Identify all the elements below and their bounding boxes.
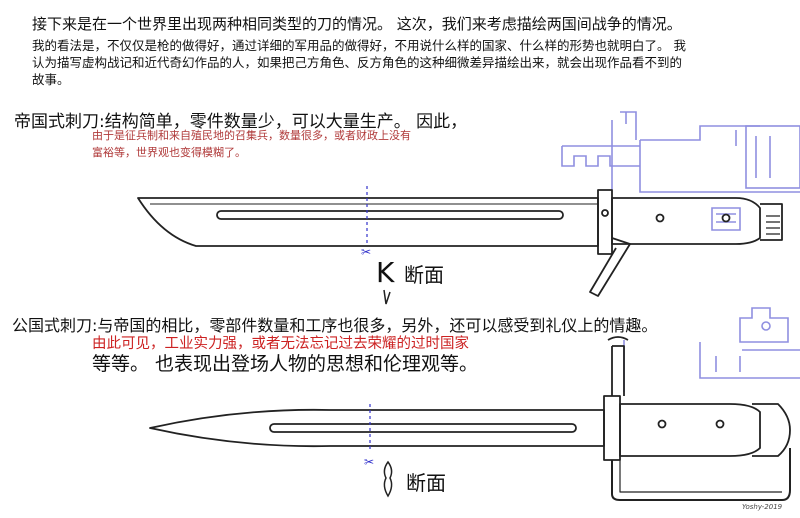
scissors-icon: ✂ [361, 245, 371, 259]
scissors-icon: ✂ [364, 455, 374, 469]
intro-line-1: 接下来是在一个世界里出现两种相同类型的刀的情况。 这次，我们来考虑描绘两国间战争… [32, 15, 682, 33]
intro-line-3: 认为描写虚构战记和近代奇幻作品的人，如果把己方角色、反方角色的这种细微差异描绘出… [32, 55, 683, 70]
public-cross-section [383, 460, 393, 498]
imperial-note-line-2: 富裕等，世界观也变得模糊了。 [92, 146, 246, 159]
imperial-cut-line: ✂ [361, 186, 371, 259]
imperial-section-label: 断面 [404, 263, 444, 287]
public-bayonet-title: 公国式刺刀:与帝国的相比，零部件数量和工序也很多，另外，还可以感受到礼仪上的情趣… [12, 316, 658, 335]
k-cross-section-mark: K [376, 256, 395, 289]
public-rifle-outline [623, 307, 800, 392]
imperial-bayonet [137, 189, 783, 297]
imperial-rifle-outline [561, 111, 800, 231]
imperial-bayonet-title: 帝国式刺刀:结构简单，零件数量少，可以大量生产。 因此， [14, 112, 468, 132]
public-tail: 等等。 也表现出登场人物的思想和伦理观等。 [92, 353, 479, 375]
public-note: 由此可见，工业实力强，或者无法忘记过去荣耀的过时国家 [92, 336, 469, 352]
public-cut-line: ✂ [364, 404, 374, 469]
public-bayonet [149, 336, 791, 501]
intro-line-2: 我的看法是，不仅仅是枪的做得好，通过详细的军用品的做得好，不用说什么样的国家、什… [32, 38, 686, 53]
public-section-label: 断面 [406, 471, 446, 495]
artist-signature: Yoshy-2019 [742, 503, 783, 511]
imperial-cross-section [383, 289, 391, 305]
intro-line-4: 故事。 [32, 72, 70, 87]
imperial-note-line-1: 由于是征兵制和来自殖民地的召集兵，数量很多，或者财政上没有 [92, 129, 411, 142]
